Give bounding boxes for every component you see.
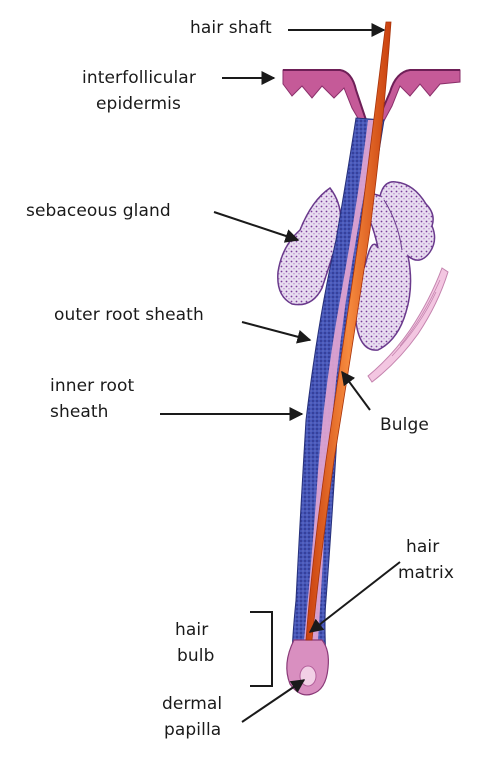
label-hair-shaft: hair shaft [190,18,272,38]
label-outer-root-sheath: outer root sheath [54,305,204,325]
arrow-hair-matrix [308,561,401,633]
muscle-strand [367,267,449,383]
label-bulge: Bulge [380,415,429,435]
arrow-bulge [341,370,371,411]
leader-arrows [160,23,401,723]
hair-bulb-bracket [250,611,273,687]
label-hair-matrix-1: hair [406,537,440,557]
label-hair-matrix-2: matrix [398,563,455,583]
label-inner-root: inner root [50,376,135,396]
label-hair-bulb-2: bulb [177,646,215,666]
label-interfollicular: interfollicular [82,68,196,88]
label-sebaceous-gland: sebaceous gland [26,201,171,221]
label-hair-bulb-1: hair [175,620,209,640]
sebaceous-gland-right [355,181,436,351]
label-papilla: papilla [164,720,222,740]
label-dermal: dermal [162,694,223,714]
arrow-outer-root-sheath [241,321,312,344]
arrow-dermal-papilla [241,679,306,723]
label-sheath: sheath [50,402,109,422]
label-epidermis: epidermis [96,94,181,114]
arrow-sebaceous-gland [213,211,300,243]
hair-shaft-shape [305,21,392,641]
